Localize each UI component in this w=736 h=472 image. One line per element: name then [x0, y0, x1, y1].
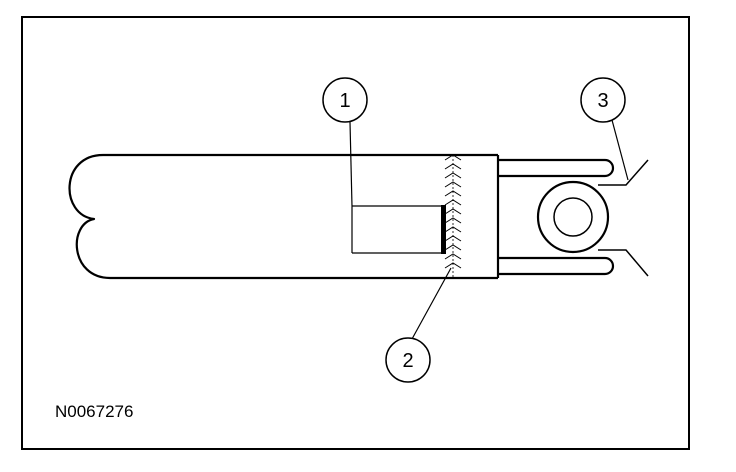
callout-2-circle: [385, 337, 431, 383]
clamp-ring-inner: [553, 197, 593, 237]
seam-chevron: [444, 181, 462, 188]
callout-1-leader: [349, 121, 353, 207]
diagram-border: [21, 16, 690, 450]
clamp-ring-outer: [536, 180, 610, 254]
callout-3-number: 3: [597, 90, 608, 112]
callout-2-leader: [411, 267, 452, 340]
callout-1: 1: [322, 77, 368, 207]
callout-1-circle: [322, 77, 368, 123]
figure-id: N0067276: [55, 402, 133, 421]
clamp-upper-jaw: [498, 158, 615, 178]
body-outline: [68, 153, 498, 280]
callout-1-number: 1: [339, 90, 350, 112]
clamp-lower-lead: [598, 249, 649, 277]
hatched-seam: [444, 154, 462, 278]
inner-element: [351, 205, 446, 254]
callout-3-circle: [580, 77, 626, 123]
clamp-upper-lead: [598, 159, 649, 186]
seam-chevron: [444, 253, 462, 260]
callout-2-number: 2: [402, 350, 413, 372]
callout-2: 2: [385, 267, 452, 383]
callout-3-leader: [611, 119, 629, 181]
seam-chevron: [444, 217, 462, 224]
clamp-lower-jaw: [498, 256, 615, 276]
callout-3: 3: [580, 77, 629, 181]
